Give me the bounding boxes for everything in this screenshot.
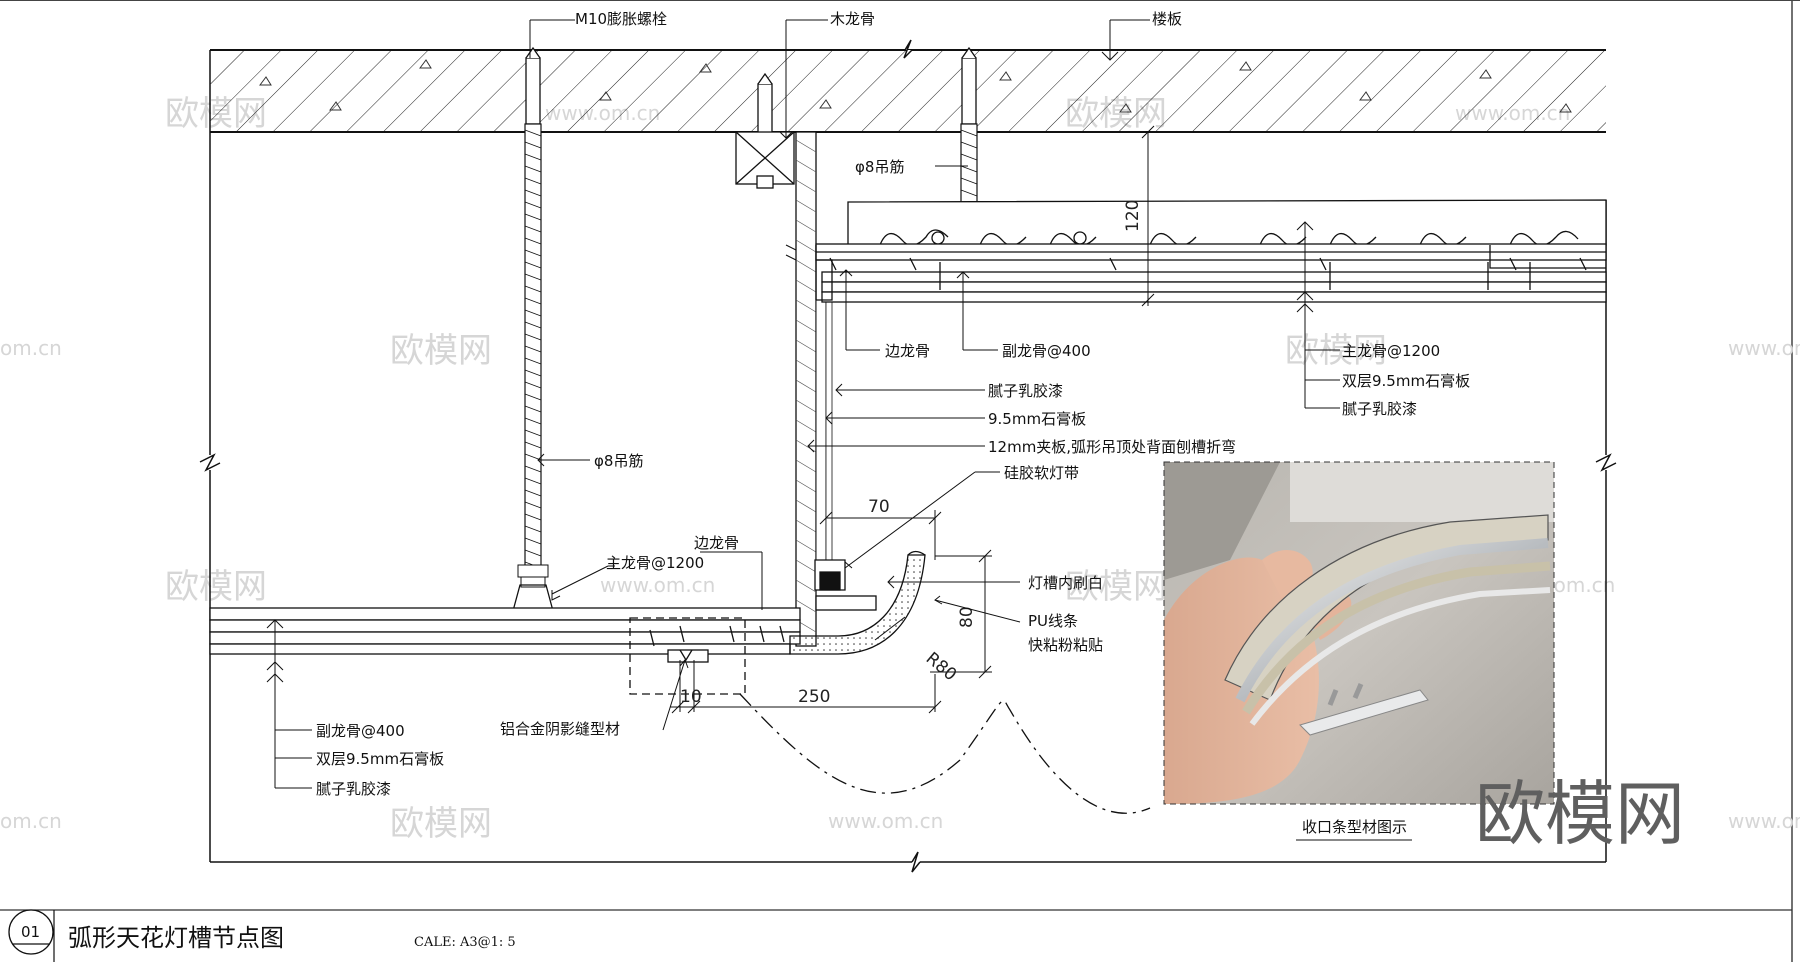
wood-keel xyxy=(735,131,795,189)
watermark-url: www.om.cn xyxy=(1728,336,1800,360)
label-cove-white: 灯槽内刷白 xyxy=(1028,574,1103,592)
label-sub-keel-lower: 副龙骨@400 xyxy=(316,722,405,740)
dimension-70 xyxy=(819,510,942,560)
dimension-80-text: 80 xyxy=(957,606,977,628)
label-side-keel-upper: 边龙骨 xyxy=(885,342,930,360)
dimension-250-text: 250 xyxy=(798,687,830,707)
label-main-keel-left: 主龙骨@1200 xyxy=(606,554,704,572)
watermark-url: www.om.cn xyxy=(828,809,943,833)
label-pu-glue: 快粘粉粘贴 xyxy=(1028,636,1103,654)
profile-photo xyxy=(1163,461,1555,805)
watermark-text: 欧模网 xyxy=(1285,331,1387,371)
dimension-10-250 xyxy=(670,660,942,714)
watermark-url: om.cn xyxy=(0,809,62,833)
watermark-text: 欧模网 xyxy=(1065,567,1167,607)
watermark-text: 欧模网 xyxy=(165,567,267,607)
hanger-rod-left xyxy=(509,123,557,623)
label-side-keel-lower: 边龙骨 xyxy=(694,534,739,552)
label-main-keel-right: 主龙骨@1200 xyxy=(1342,342,1440,360)
label-sub-keel-upper: 副龙骨@400 xyxy=(1002,342,1091,360)
floor-slab xyxy=(210,39,1606,133)
label-double-gypsum-lower: 双层9.5mm石膏板 xyxy=(316,750,444,768)
title-block xyxy=(8,909,55,962)
label-alu-profile: 铝合金阴影缝型材 xyxy=(500,720,620,738)
watermark-text: 欧模网 xyxy=(390,331,492,371)
label-putty-mid: 腻子乳胶漆 xyxy=(988,382,1063,400)
hanger-rod-right xyxy=(960,123,978,203)
photo-caption: 收口条型材图示 xyxy=(1302,818,1407,836)
dimension-80 xyxy=(874,549,992,679)
label-putty-right: 腻子乳胶漆 xyxy=(1342,400,1417,418)
lower-ceiling xyxy=(209,607,801,695)
dimension-120-text: 120 xyxy=(1123,200,1143,232)
watermark-url: om.cn xyxy=(0,336,62,360)
expansion-bolts xyxy=(525,46,977,145)
drawing-scale: CALE: A3@1: 5 xyxy=(414,935,516,950)
leader-lines xyxy=(266,19,1340,789)
label-wood-keel: 木龙骨 xyxy=(830,10,875,28)
label-pu-line: PU线条 xyxy=(1028,612,1078,630)
label-plywood: 12mm夹板,弧形吊顶处背面刨槽折弯 xyxy=(988,438,1236,456)
label-putty-lower: 腻子乳胶漆 xyxy=(316,780,391,798)
dimension-120 xyxy=(1141,125,1155,307)
label-led-strip: 硅胶软灯带 xyxy=(1004,464,1079,482)
watermark-url: www.om.cn xyxy=(600,573,715,597)
upper-ceiling xyxy=(815,199,1607,303)
dimension-70-text: 70 xyxy=(868,497,890,517)
label-bolt: M10膨胀螺栓 xyxy=(575,10,667,28)
watermark-url: www.om.cn xyxy=(1728,809,1800,833)
label-slab: 楼板 xyxy=(1152,10,1182,28)
detail-border xyxy=(199,50,1617,873)
drawing-number: 01 xyxy=(21,923,40,941)
label-rod-left: φ8吊筋 xyxy=(594,452,643,470)
drawing-title: 弧形天花灯槽节点图 xyxy=(68,924,284,952)
label-rod-upper: φ8吊筋 xyxy=(855,158,904,176)
dimension-10-text: 10 xyxy=(680,687,702,707)
label-gypsum-mid: 9.5mm石膏板 xyxy=(988,410,1086,428)
watermark-text: 欧模网 xyxy=(390,804,492,844)
label-double-gypsum-right: 双层9.5mm石膏板 xyxy=(1342,372,1470,390)
radius-80-text: R80 xyxy=(922,649,960,686)
break-line xyxy=(739,693,1151,814)
curved-cove xyxy=(789,550,926,655)
watermark-logo: 欧模网 xyxy=(1475,773,1685,855)
